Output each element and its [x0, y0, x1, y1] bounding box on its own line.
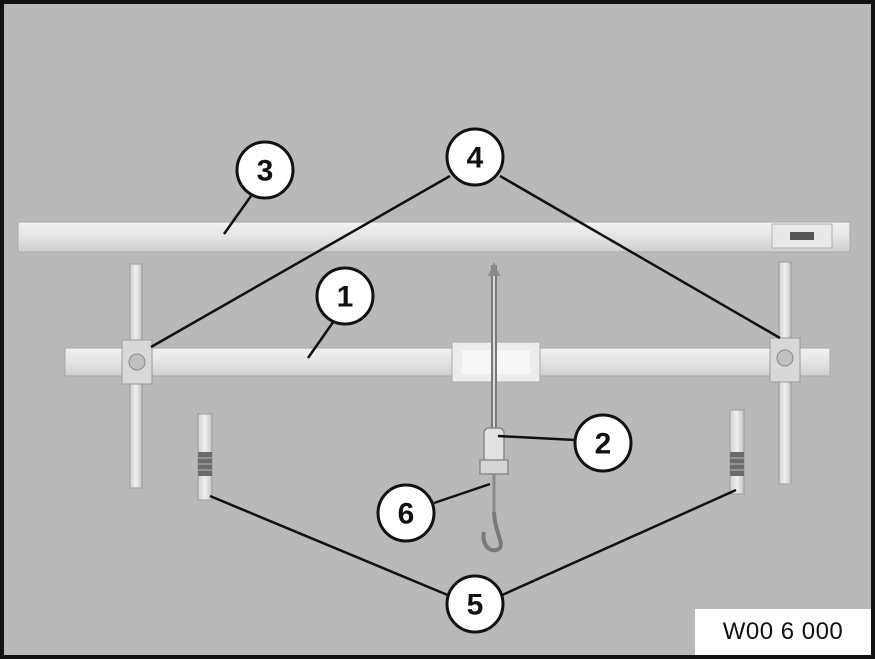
left-t-rod: [121, 263, 153, 489]
leader-4-right: [499, 174, 781, 340]
callout-6: 6: [376, 483, 436, 543]
left-pin: [197, 413, 213, 501]
callout-2-label: 2: [595, 428, 612, 461]
leader-5-left: [209, 494, 451, 598]
figure-code-box: W00 6 000: [695, 609, 871, 655]
callout-6-label: 6: [398, 498, 415, 531]
right-pin: [729, 409, 745, 495]
callout-2: 2: [573, 413, 633, 473]
callout-1: 1: [315, 266, 375, 326]
callout-5-label: 5: [467, 589, 484, 622]
leader-5-right: [499, 488, 737, 598]
leader-3: [222, 195, 253, 235]
right-t-rod: [769, 261, 801, 485]
callout-1-label: 1: [337, 281, 354, 314]
callout-3: 3: [235, 140, 295, 200]
leader-4-left: [150, 174, 451, 349]
leader-1: [306, 317, 338, 359]
spindle-with-hook: [479, 262, 509, 553]
figure-code: W00 6 000: [722, 618, 844, 645]
callout-5: 5: [445, 574, 505, 634]
support-bar: [64, 341, 831, 383]
leader-lines: [150, 174, 781, 598]
callout-4-label: 4: [467, 142, 484, 175]
leader-6: [433, 482, 491, 505]
callout-3-label: 3: [257, 155, 274, 188]
upper-bar: [17, 221, 851, 253]
callout-4: 4: [445, 127, 505, 187]
leader-2: [497, 434, 576, 442]
